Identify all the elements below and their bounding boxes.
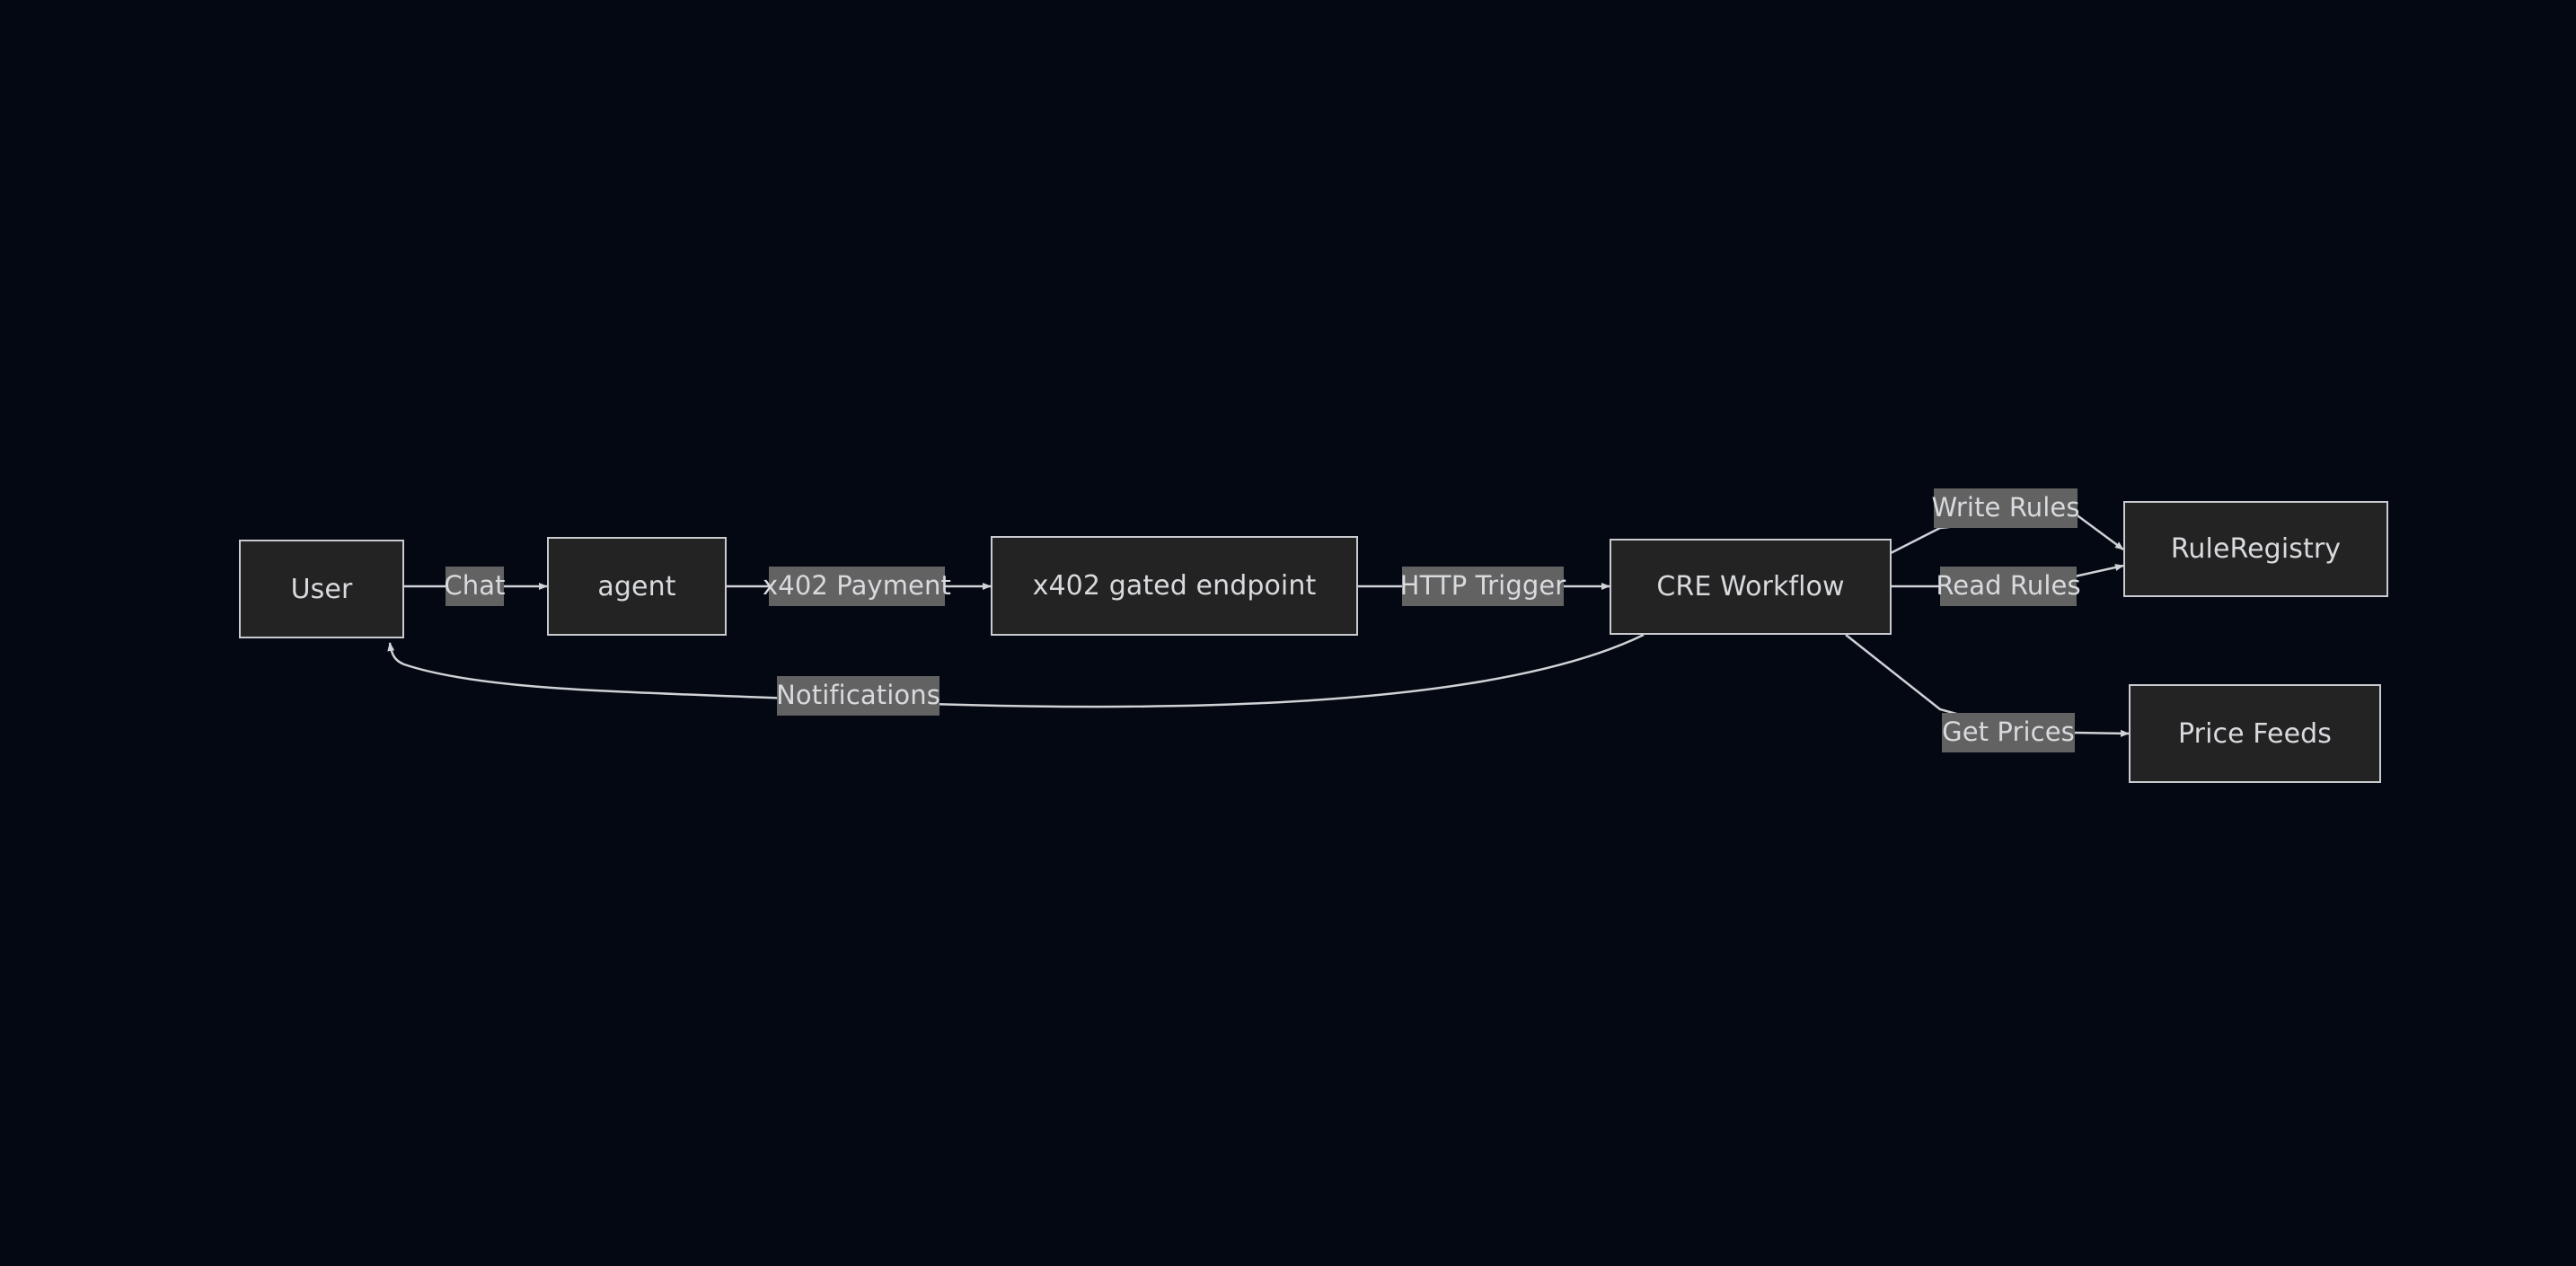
edge-label-chat: Chat xyxy=(444,567,506,606)
node-price-feeds-label: Price Feeds xyxy=(2177,717,2333,750)
node-agent-label: agent xyxy=(597,570,676,602)
node-cre-workflow[interactable]: CRE Workflow xyxy=(1610,539,1892,635)
edge-label-http-trigger-text: HTTP Trigger xyxy=(1399,569,1566,601)
edge-label-read-rules-text: Read Rules xyxy=(1936,569,2081,601)
node-user[interactable]: User xyxy=(239,540,404,638)
node-price-feeds[interactable]: Price Feeds xyxy=(2129,684,2381,783)
edge-label-write-rules: Write Rules xyxy=(1931,488,2080,528)
edge-label-notifications: Notifications xyxy=(776,676,940,716)
edge-cre-user-notifications xyxy=(387,633,1645,708)
edge-label-notifications-text: Notifications xyxy=(776,679,940,710)
edge-label-write-rules-text: Write Rules xyxy=(1931,491,2080,523)
node-x402-gated-endpoint-label: x402 gated endpoint xyxy=(1032,570,1317,602)
edge-label-x402-payment-text: x402 Payment xyxy=(763,569,951,601)
edge-label-get-prices: Get Prices xyxy=(1942,713,2075,752)
edge-label-http-trigger: HTTP Trigger xyxy=(1399,567,1566,606)
node-user-label: User xyxy=(290,573,353,605)
edge-label-get-prices-text: Get Prices xyxy=(1942,716,2075,747)
edge-label-read-rules: Read Rules xyxy=(1936,567,2081,606)
edge-label-x402-payment: x402 Payment xyxy=(763,567,951,606)
node-cre-workflow-label: CRE Workflow xyxy=(1656,571,1845,602)
node-ruleregistry-label: RuleRegistry xyxy=(2170,533,2342,565)
node-x402-gated-endpoint[interactable]: x402 gated endpoint xyxy=(991,536,1358,636)
node-ruleregistry[interactable]: RuleRegistry xyxy=(2123,501,2388,597)
node-agent[interactable]: agent xyxy=(547,537,727,636)
edge-label-chat-text: Chat xyxy=(444,569,506,601)
